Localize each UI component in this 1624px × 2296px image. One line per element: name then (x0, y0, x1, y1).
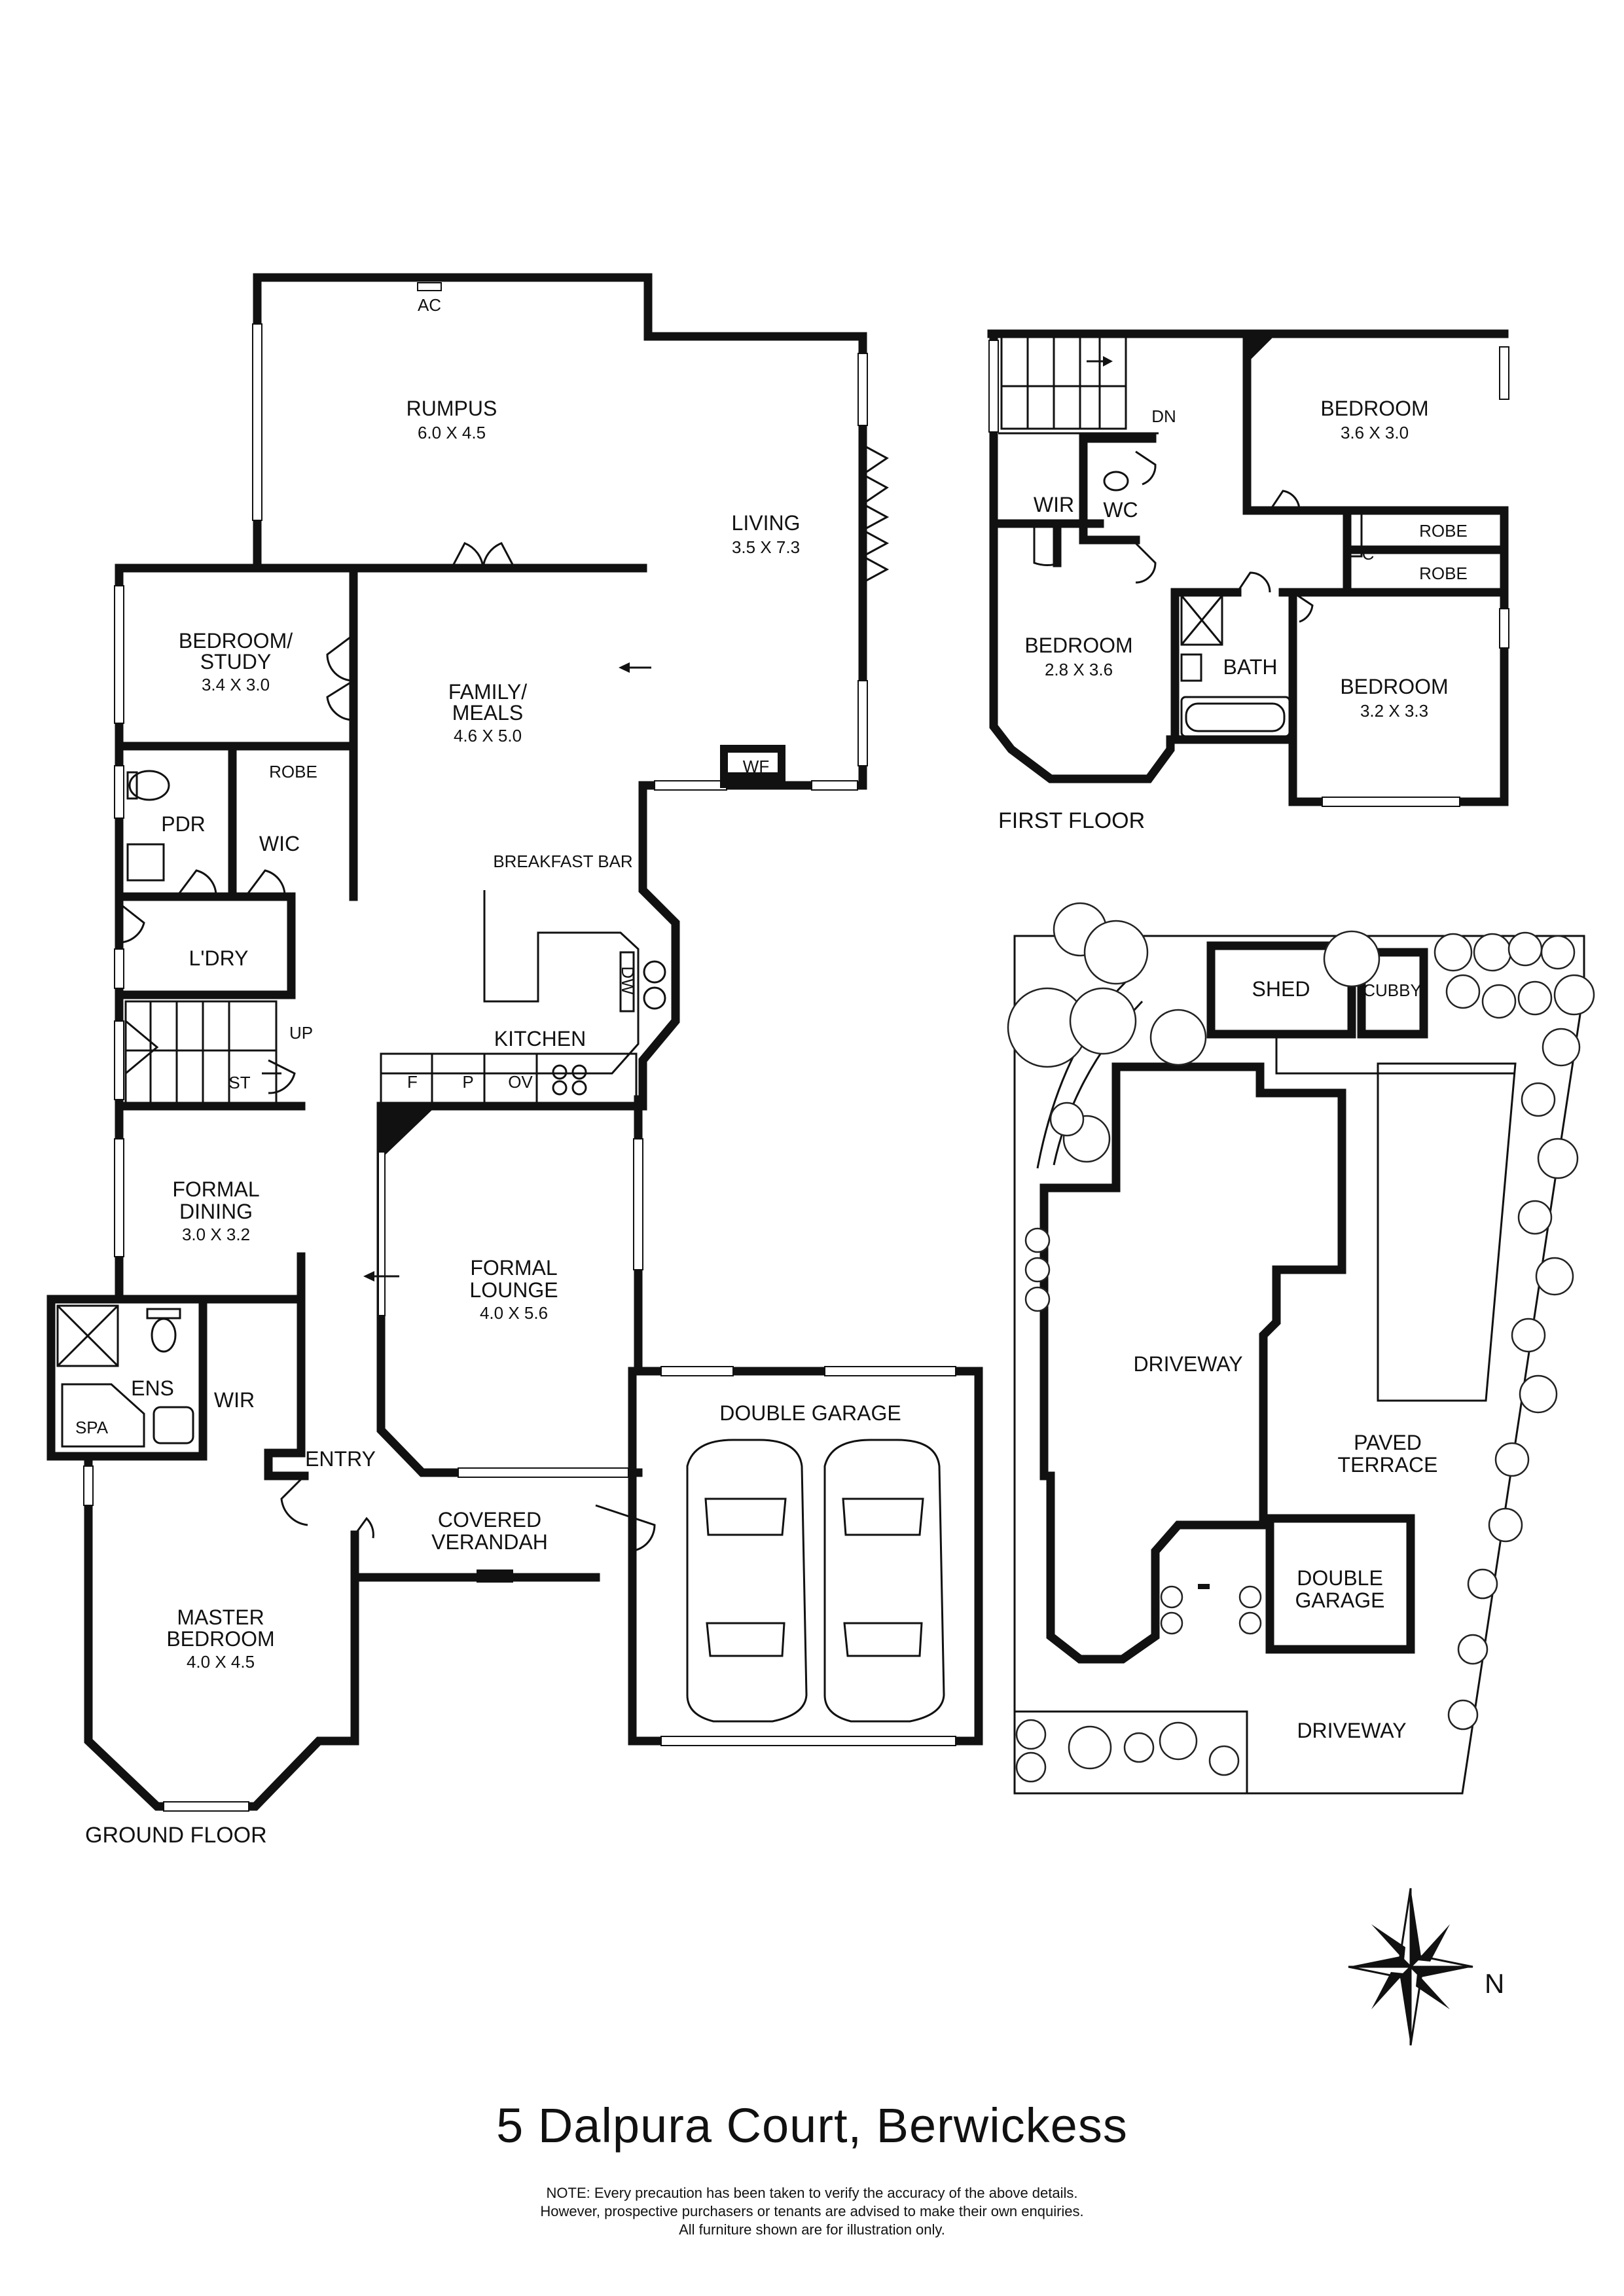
spa-label: SPA (75, 1418, 109, 1437)
property-address: 5 Dalpura Court, Berwickess (496, 2098, 1128, 2153)
room-rumpus-name: RUMPUS (406, 397, 497, 420)
room-bedroom-study-name1: BEDROOM/ (179, 629, 293, 653)
room-living-dims: 3.5 X 7.3 (732, 537, 800, 557)
first-floor-title: FIRST FLOOR (998, 808, 1145, 833)
st-label: ST (228, 1073, 250, 1092)
robe2-label: ROBE (1419, 564, 1468, 583)
room-family-meals-name2: MEALS (452, 701, 523, 725)
wc-label: WC (1103, 498, 1138, 522)
compass-rose-icon (1348, 1888, 1473, 2046)
garage-cars (686, 1439, 945, 1723)
room-formal-dining-name1: FORMAL (172, 1177, 259, 1201)
driveway-front-label: DRIVEWAY (1297, 1719, 1406, 1742)
disclaimer-line-3: All furniture shown are for illustration… (679, 2221, 945, 2238)
room-bedroom-ne-dims: 3.6 X 3.0 (1341, 423, 1409, 442)
oven-label: OV (508, 1072, 533, 1092)
pantry-label: P (462, 1072, 473, 1092)
ground-floor-stairs (124, 1000, 278, 1104)
room-bedroom-se-name: BEDROOM (1340, 675, 1448, 698)
dn-label: DN (1151, 406, 1176, 426)
room-formal-lounge-name2: LOUNGE (469, 1278, 558, 1302)
ens-label: ENS (131, 1376, 174, 1400)
pdr-label: PDR (161, 812, 206, 836)
wf-label: WF (743, 757, 769, 776)
ldry-label: L'DRY (189, 946, 249, 970)
dw-label: DW (618, 966, 638, 995)
room-family-meals-name1: FAMILY/ (448, 680, 527, 704)
ac-label: AC (418, 295, 441, 315)
room-master-bedroom-name2: BEDROOM (166, 1627, 274, 1651)
room-rumpus-dims: 6.0 X 4.5 (418, 423, 486, 442)
disclaimer-line-1: NOTE: Every precaution has been taken to… (546, 2185, 1078, 2201)
ground-floor-door-swings (118, 634, 656, 1552)
fridge-label: F (407, 1072, 418, 1092)
room-master-bedroom-name1: MASTER (177, 1605, 264, 1629)
room-bedroom-ne-name: BEDROOM (1320, 397, 1428, 420)
first-floor-labels: DN BEDROOM 3.6 X 3.0 WIR WC C ROBE ROBE … (1024, 397, 1468, 721)
entry-arrows (262, 662, 651, 1282)
room-formal-lounge-name1: FORMAL (470, 1256, 557, 1280)
paved-terrace-label2: TERRACE (1338, 1453, 1438, 1477)
first-floor-plan (987, 329, 1509, 807)
shed-outline (1206, 941, 1356, 1039)
compass-north-label: N (1485, 1968, 1504, 1999)
room-master-bedroom-dims: 4.0 X 4.5 (187, 1652, 255, 1672)
ground-floor-labels: AC RUMPUS 6.0 X 4.5 LIVING 3.5 X 7.3 BED… (75, 295, 901, 1672)
room-formal-dining-dims: 3.0 X 3.2 (182, 1225, 250, 1244)
room-bedroom-w-name: BEDROOM (1024, 634, 1132, 657)
ground-floor-title: GROUND FLOOR (85, 1823, 267, 1848)
paved-terrace-label1: PAVED (1354, 1431, 1422, 1454)
c-label: C (1362, 544, 1375, 564)
bath-label: BATH (1223, 655, 1278, 679)
verandah-name1: COVERED (438, 1508, 541, 1532)
up-label: UP (289, 1023, 313, 1043)
site-double-garage (1265, 1514, 1415, 1654)
verandah-name2: VERANDAH (431, 1530, 548, 1554)
wic-label: WIC (259, 832, 300, 855)
cubby-label: CUBBY (1363, 980, 1422, 1000)
kitchen-bench (381, 890, 640, 1075)
shed-label: SHED (1252, 977, 1310, 1001)
site-trees (1007, 902, 1595, 1783)
robe1-label: ROBE (1419, 521, 1468, 541)
site-plan-labels: SHED CUBBY DRIVEWAY PAVED TERRACE DOUBLE… (1133, 977, 1437, 1742)
room-bedroom-study-name2: STUDY (200, 650, 271, 673)
site-plan (1007, 902, 1595, 1795)
room-bedroom-w-dims: 2.8 X 3.6 (1045, 660, 1113, 679)
driveway-main-label: DRIVEWAY (1133, 1352, 1242, 1376)
room-formal-dining-name2: DINING (179, 1200, 253, 1223)
room-bedroom-study-dims: 3.4 X 3.0 (202, 675, 270, 694)
site-garage-label1: DOUBLE (1297, 1566, 1383, 1590)
site-garage-label2: GARAGE (1295, 1588, 1385, 1612)
ground-floor-plan (46, 273, 983, 1812)
breakfast-bar-label: BREAKFAST BAR (493, 852, 632, 871)
room-bedroom-se-dims: 3.2 X 3.3 (1360, 701, 1428, 721)
room-family-meals-dims: 4.6 X 5.0 (454, 726, 522, 745)
room-formal-lounge-dims: 4.0 X 5.6 (480, 1303, 548, 1323)
ground-floor-windows (83, 323, 956, 1812)
room-living-name: LIVING (732, 511, 801, 535)
disclaimer-note: NOTE: Every precaution has been taken to… (0, 2184, 1624, 2239)
entry-label: ENTRY (305, 1447, 376, 1471)
disclaimer-line-2: However, prospective purchasers or tenan… (540, 2203, 1084, 2219)
wir-ground-label: WIR (214, 1388, 255, 1412)
kitchen-label: KITCHEN (494, 1027, 586, 1050)
robe-label: ROBE (269, 762, 317, 781)
wir-first-label: WIR (1034, 493, 1074, 516)
double-garage-name: DOUBLE GARAGE (719, 1401, 901, 1425)
house-footprint (1039, 1062, 1346, 1664)
